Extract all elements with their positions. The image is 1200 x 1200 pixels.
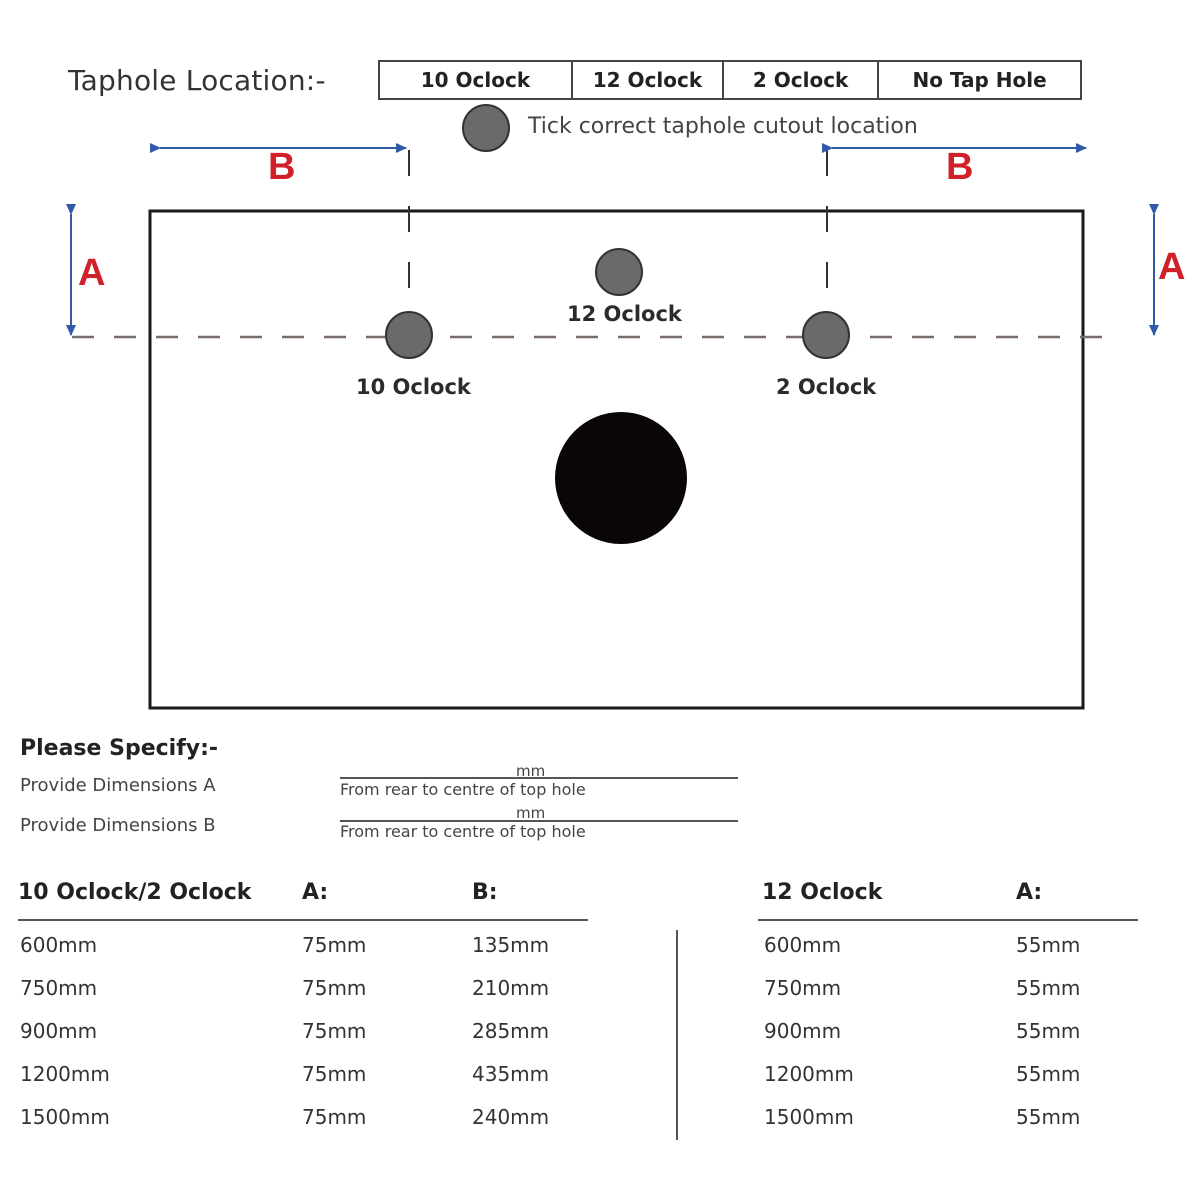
left-table-header-position: 10 Oclock/2 Oclock [18, 880, 252, 905]
tick-instruction: Tick correct taphole cutout location [528, 114, 918, 139]
label-10-oclock: 10 Oclock [356, 375, 471, 399]
right-table-rule [758, 919, 1138, 921]
basin-diagram [66, 143, 1159, 710]
dimension-b-unit: mm [516, 804, 546, 822]
dimension-b-left-label: B [268, 146, 296, 188]
taphole-12-oclock [595, 248, 643, 296]
taphole-option-bar: 10 Oclock 12 Oclock 2 Oclock No Tap Hole [378, 60, 1082, 100]
dimension-a-hint: From rear to centre of top hole [340, 780, 586, 799]
taphole-location-title: Taphole Location:- [68, 64, 326, 97]
right-table-header-position: 12 Oclock [762, 880, 883, 905]
table-cell: 75mm [302, 1105, 367, 1129]
left-table-rule [18, 919, 588, 921]
table-cell: 75mm [302, 976, 367, 1000]
dimension-a-right-label: A [1158, 246, 1186, 288]
dimension-b-input-line[interactable] [340, 820, 738, 822]
table-cell: 750mm [764, 976, 842, 1000]
table-divider [676, 930, 678, 1140]
table-cell: 900mm [764, 1019, 842, 1043]
table-cell: 1500mm [20, 1105, 110, 1129]
left-table-header-b: B: [472, 880, 498, 905]
waste-drain [555, 412, 687, 544]
table-cell: 75mm [302, 1019, 367, 1043]
dimension-a-input-line[interactable] [340, 777, 738, 779]
table-cell: 55mm [1016, 1105, 1081, 1129]
table-cell: 55mm [1016, 1062, 1081, 1086]
table-cell: 135mm [472, 933, 550, 957]
table-cell: 55mm [1016, 976, 1081, 1000]
table-cell: 285mm [472, 1019, 550, 1043]
dimension-a-left-label: A [78, 252, 106, 294]
dimension-b-field-label: Provide Dimensions B [20, 815, 216, 836]
right-table-header-a: A: [1016, 880, 1043, 905]
table-cell: 1500mm [764, 1105, 854, 1129]
label-12-oclock: 12 Oclock [567, 302, 682, 326]
option-2-oclock[interactable]: 2 Oclock [724, 62, 880, 98]
left-table-header-a: A: [302, 880, 329, 905]
table-cell: 750mm [20, 976, 98, 1000]
table-cell: 55mm [1016, 933, 1081, 957]
table-cell: 1200mm [764, 1062, 854, 1086]
table-cell: 75mm [302, 933, 367, 957]
option-no-tap-hole[interactable]: No Tap Hole [912, 68, 1047, 92]
table-cell: 600mm [20, 933, 98, 957]
taphole-10-oclock [385, 311, 433, 359]
dimension-b-hint: From rear to centre of top hole [340, 822, 586, 841]
label-2-oclock: 2 Oclock [776, 375, 877, 399]
table-cell: 240mm [472, 1105, 550, 1129]
table-cell: 55mm [1016, 1019, 1081, 1043]
dimension-a-field-label: Provide Dimensions A [20, 775, 216, 796]
dimension-b-right-label: B [946, 146, 974, 188]
option-10-oclock[interactable]: 10 Oclock [380, 62, 573, 98]
option-12-oclock[interactable]: 12 Oclock [573, 62, 725, 98]
table-cell: 600mm [764, 933, 842, 957]
basin-outline [148, 209, 1085, 710]
please-specify-heading: Please Specify:- [20, 736, 219, 761]
table-cell: 1200mm [20, 1062, 110, 1086]
table-cell: 210mm [472, 976, 550, 1000]
dimension-a-unit: mm [516, 762, 546, 780]
table-cell: 900mm [20, 1019, 98, 1043]
table-cell: 435mm [472, 1062, 550, 1086]
tick-circle-icon[interactable] [462, 104, 510, 152]
table-cell: 75mm [302, 1062, 367, 1086]
taphole-2-oclock [802, 311, 850, 359]
